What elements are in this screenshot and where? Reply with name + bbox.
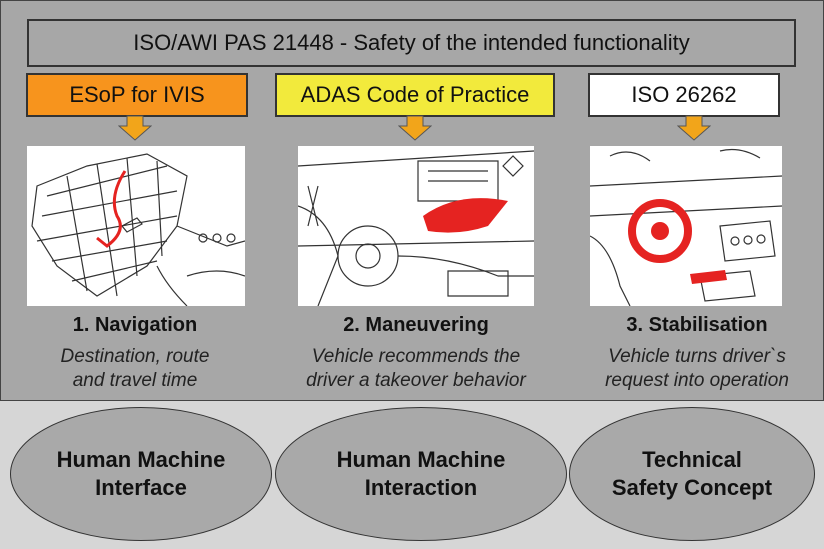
column-title-maneuvering: 2. Maneuvering: [343, 314, 489, 336]
maneuvering-sketch: [298, 146, 534, 306]
column-title-stabilisation: 3. Stabilisation: [626, 314, 768, 336]
column-desc-maneuvering: Vehicle recommends the driver a takeover…: [306, 346, 526, 391]
standard-title-box: ISO/AWI PAS 21448 - Safety of the intend…: [27, 19, 796, 67]
concept-ellipse-hmi: Human Machine Interface: [10, 407, 272, 541]
down-arrow-icon: [118, 115, 152, 141]
standard-box-esop: ESoP for IVIS: [26, 73, 248, 117]
standard-box-iso26262: ISO 26262: [588, 73, 780, 117]
concept-label: Human Machine Interaction: [336, 447, 506, 500]
column-desc-navigation: Destination, route and travel time: [60, 346, 210, 391]
map-sketch-icon: [31, 153, 245, 306]
standard-box-adas: ADAS Code of Practice: [275, 73, 555, 117]
concept-label: Technical Safety Concept: [611, 447, 773, 500]
driving-scene-icon: [298, 150, 534, 306]
concept-ellipse-interaction: Human Machine Interaction: [275, 407, 567, 541]
column-title-navigation: 1. Navigation: [72, 314, 198, 336]
navigation-sketch: [27, 146, 245, 306]
down-arrow-icon: [677, 115, 711, 141]
stabilisation-sketch: [590, 146, 782, 306]
down-arrow-icon: [398, 115, 432, 141]
concept-ellipse-technical-safety: Technical Safety Concept: [569, 407, 815, 541]
steering-scene-icon: [590, 148, 782, 306]
concept-label: Human Machine Interface: [56, 447, 226, 500]
column-desc-stabilisation: Vehicle turns driver`s request into oper…: [605, 346, 789, 391]
